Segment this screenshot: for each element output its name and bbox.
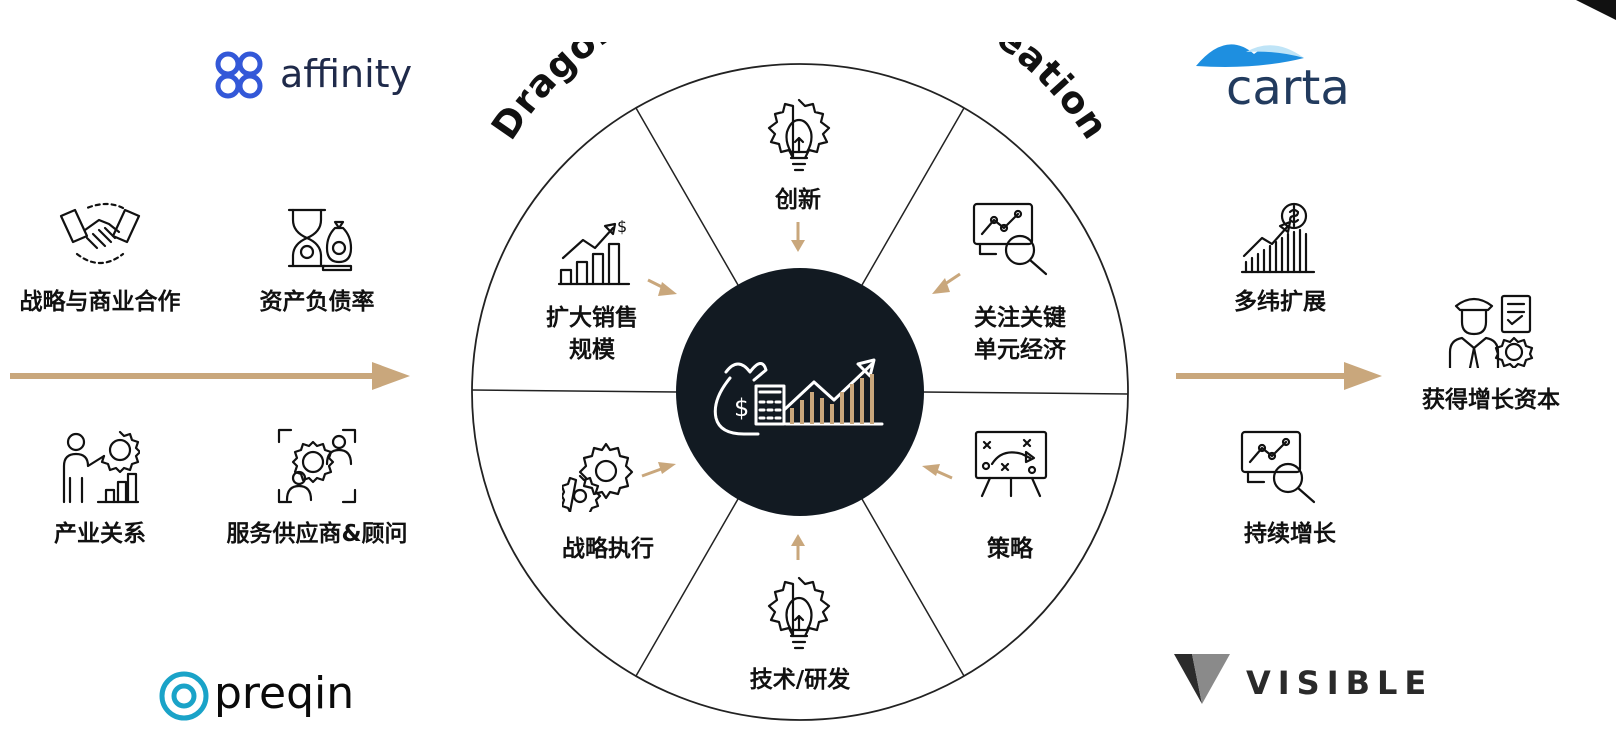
lightbulb-gear-icon — [767, 98, 831, 172]
growth-chart-icon: $ — [557, 218, 631, 286]
gears-icon — [562, 442, 634, 512]
preqin-logo-text: preqin — [214, 668, 355, 719]
visible-logo-text: VISIBLE — [1246, 664, 1434, 702]
outcome-label: 获得增长资本 — [1422, 387, 1560, 413]
wheel-segment-label: 关注关键 单元经济 — [974, 305, 1066, 363]
wheel-divider — [921, 391, 1129, 395]
value-creation-wheel — [471, 63, 1129, 721]
analytics-magnifier-icon — [972, 202, 1048, 276]
wheel-segment-label: 扩大销售 规模 — [546, 305, 638, 363]
businessman-icon — [1448, 294, 1534, 368]
wheel-segment-label: 创新 — [775, 187, 821, 213]
hourglass-money-icon — [287, 208, 353, 272]
wheel-center-hub — [676, 268, 924, 516]
arrow-icon — [922, 464, 953, 480]
right-item-label: 多纬扩展 — [1234, 289, 1326, 315]
wheel-segment-label: 策略 — [987, 536, 1033, 562]
left-flow-arrow — [10, 362, 410, 390]
arrow-icon — [791, 534, 805, 560]
right-flow-arrow — [1176, 362, 1382, 390]
left-item-label: 资产负债率 — [259, 289, 375, 315]
wheel-title-arc: DragonX Capital Value Creation — [483, 42, 1116, 147]
carta-logo: carta — [1196, 30, 1366, 116]
svg-text:$: $ — [617, 218, 627, 236]
visible-logo: VISIBLE — [1174, 654, 1426, 708]
growth-dollar-icon — [1240, 202, 1316, 274]
arrow-icon — [791, 222, 805, 252]
right-item-label: 持续增长 — [1244, 521, 1336, 547]
wheel-divider — [471, 389, 679, 393]
handshake-icon — [59, 202, 141, 265]
left-item-label: 服务供应商&顾问 — [226, 521, 408, 547]
corner-decoration — [1576, 0, 1616, 20]
wheel-divider — [635, 498, 739, 677]
wheel-divider — [635, 107, 739, 286]
strategy-board-icon — [974, 430, 1048, 498]
wheel-segment-label: 技术/研发 — [749, 667, 851, 693]
left-item-label: 产业关系 — [54, 521, 146, 547]
carta-logo-text: carta — [1226, 60, 1350, 116]
preqin-logo: preqin — [158, 668, 378, 728]
wheel-segment-label: 战略执行 — [562, 536, 654, 562]
preqin-at-icon — [159, 671, 209, 721]
analytics-magnifier-icon — [1240, 430, 1316, 504]
lightbulb-gear-icon — [767, 576, 831, 650]
carta-mountain-icon — [1196, 44, 1304, 67]
left-item-label: 战略与商业合作 — [19, 289, 181, 315]
wheel-divider — [861, 107, 965, 286]
money-bag-chart-icon: $ — [713, 358, 884, 436]
arrow-icon — [932, 272, 961, 294]
arrow-icon — [647, 278, 677, 296]
person-gear-icon — [62, 430, 140, 504]
affinity-logo-text: affinity — [280, 52, 413, 96]
wheel-divider — [861, 498, 965, 677]
affinity-logo: affinity — [212, 48, 432, 104]
affinity-mark-icon — [215, 51, 263, 99]
svg-text:$: $ — [734, 394, 749, 422]
arrow-icon — [641, 462, 676, 478]
team-gear-icon — [277, 428, 357, 504]
visible-v-icon — [1174, 654, 1230, 704]
